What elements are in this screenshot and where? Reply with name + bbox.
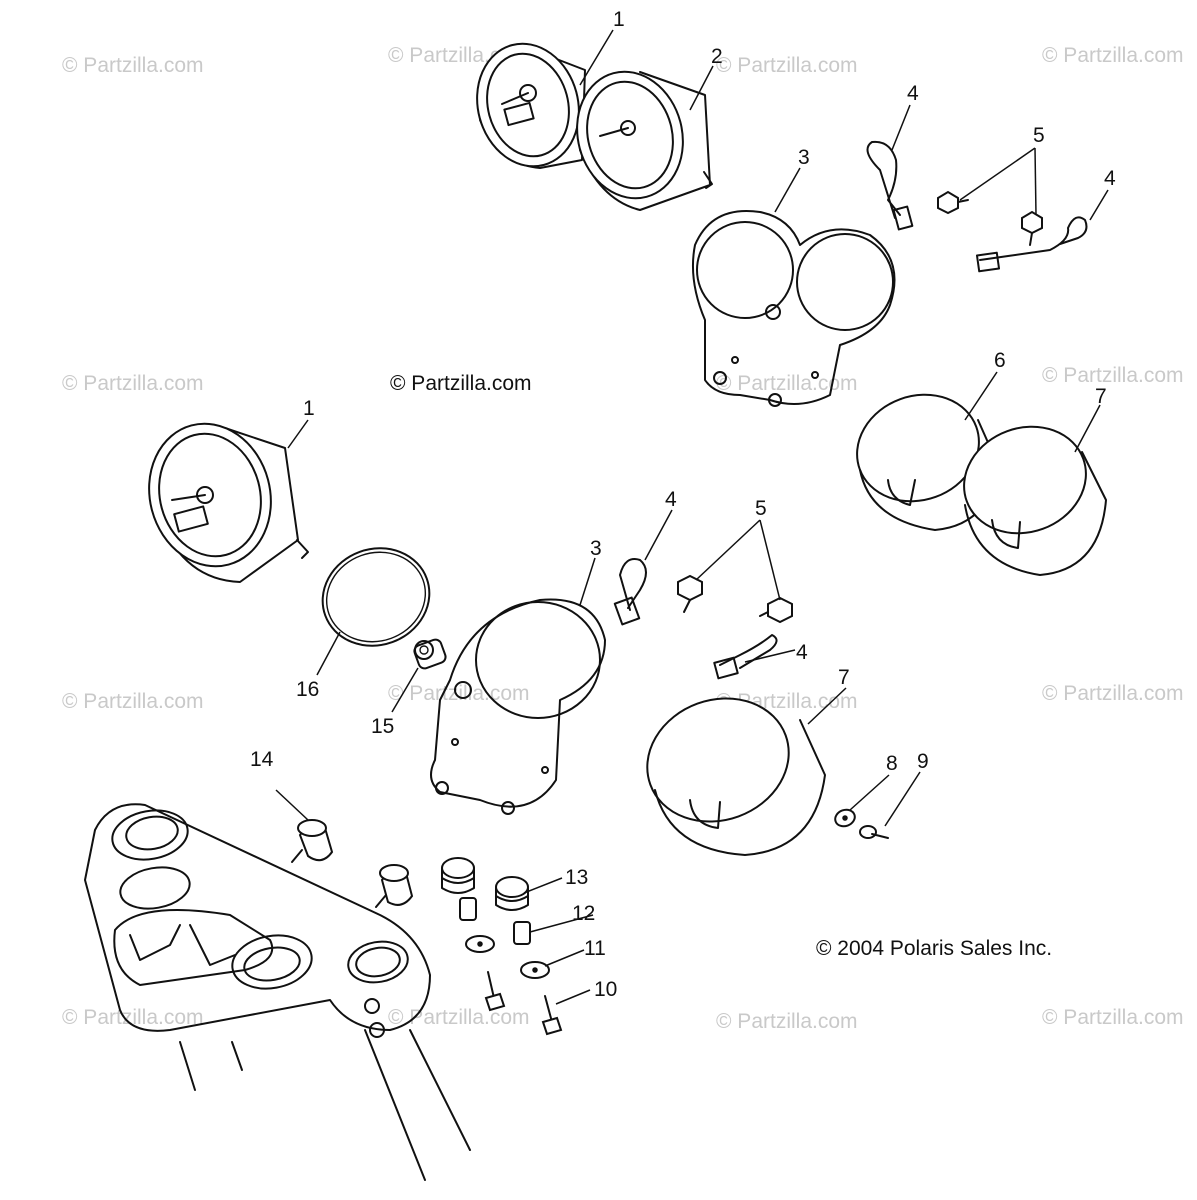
callout-1: 1 [613, 8, 625, 31]
callout-10: 10 [594, 978, 617, 1001]
triple-clamp [84, 803, 471, 1181]
callout-13: 13 [565, 866, 588, 889]
leader-lines [275, 29, 1109, 1005]
callout-12: 12 [572, 902, 595, 925]
mid-speedometer-gauge [148, 422, 309, 583]
watermark: © Partzilla.com [716, 1010, 858, 1033]
watermark: © Partzilla.com [1042, 44, 1184, 67]
callout-3: 3 [590, 537, 602, 560]
mid-wire-harness-a [613, 558, 647, 626]
callout-16: 16 [296, 678, 319, 701]
callout-4: 4 [907, 82, 919, 105]
top-wire-harness-a [866, 140, 914, 231]
washer-8 [834, 808, 856, 828]
callout-4: 4 [1104, 167, 1116, 190]
watermarks: © Partzilla.com © Partzilla.com © Partzi… [62, 44, 1184, 1033]
polaris-copyright: © 2004 Polaris Sales Inc. [816, 937, 1052, 960]
callout-5: 5 [1033, 124, 1045, 147]
watermark: © Partzilla.com [1042, 364, 1184, 387]
watermark: © Partzilla.com [62, 1006, 204, 1029]
top-wire-harness-b [975, 216, 1088, 273]
mid-wire-harness-b [713, 634, 778, 680]
callout-6: 6 [994, 349, 1006, 372]
callout-15: 15 [371, 715, 394, 738]
top-tachometer-gauge [576, 70, 713, 211]
callout-8: 8 [886, 752, 898, 775]
top-screws [937, 190, 1043, 246]
partzilla-credit: © Partzilla.com [390, 372, 532, 395]
watermark: © Partzilla.com [716, 54, 858, 77]
rubber-grommet-14 [291, 819, 414, 908]
spacer-12 [459, 897, 531, 945]
callout-2: 2 [711, 45, 723, 68]
watermark: © Partzilla.com [716, 372, 858, 395]
watermark: © Partzilla.com [1042, 1006, 1184, 1029]
callout-14: 14 [250, 748, 274, 771]
gauge-seal-ring [321, 547, 431, 647]
watermark: © Partzilla.com [62, 372, 204, 395]
indicator-bulb [413, 638, 447, 670]
callout-11: 11 [584, 937, 606, 960]
washer-11 [465, 935, 550, 979]
watermark: © Partzilla.com [1042, 682, 1184, 705]
callout-7: 7 [838, 666, 850, 689]
callout-4: 4 [665, 488, 677, 511]
mid-gauge-cup [646, 697, 826, 856]
bolt-10 [484, 971, 563, 1036]
watermark: © Partzilla.com [388, 682, 530, 705]
rubber-grommet-13 [441, 857, 529, 911]
bolt-9 [859, 825, 889, 839]
watermark: © Partzilla.com [388, 1006, 530, 1029]
top-gauge-cup-7 [963, 425, 1107, 576]
callout-4: 4 [796, 641, 808, 664]
callout-3: 3 [798, 146, 810, 169]
mid-screws [677, 574, 793, 624]
callout-1: 1 [303, 397, 315, 420]
callout-5: 5 [755, 497, 767, 520]
callout-9: 9 [917, 750, 929, 773]
watermark: © Partzilla.com [62, 690, 204, 713]
watermark: © Partzilla.com [62, 54, 204, 77]
callout-labels: 1 2 3 4 5 4 6 7 1 4 5 3 4 7 16 15 8 9 14… [250, 8, 1116, 1001]
mid-gauge-bracket [430, 598, 606, 815]
top-gauge-bracket [692, 210, 896, 407]
top-speedometer-gauge [476, 42, 586, 169]
callout-7: 7 [1095, 385, 1107, 408]
